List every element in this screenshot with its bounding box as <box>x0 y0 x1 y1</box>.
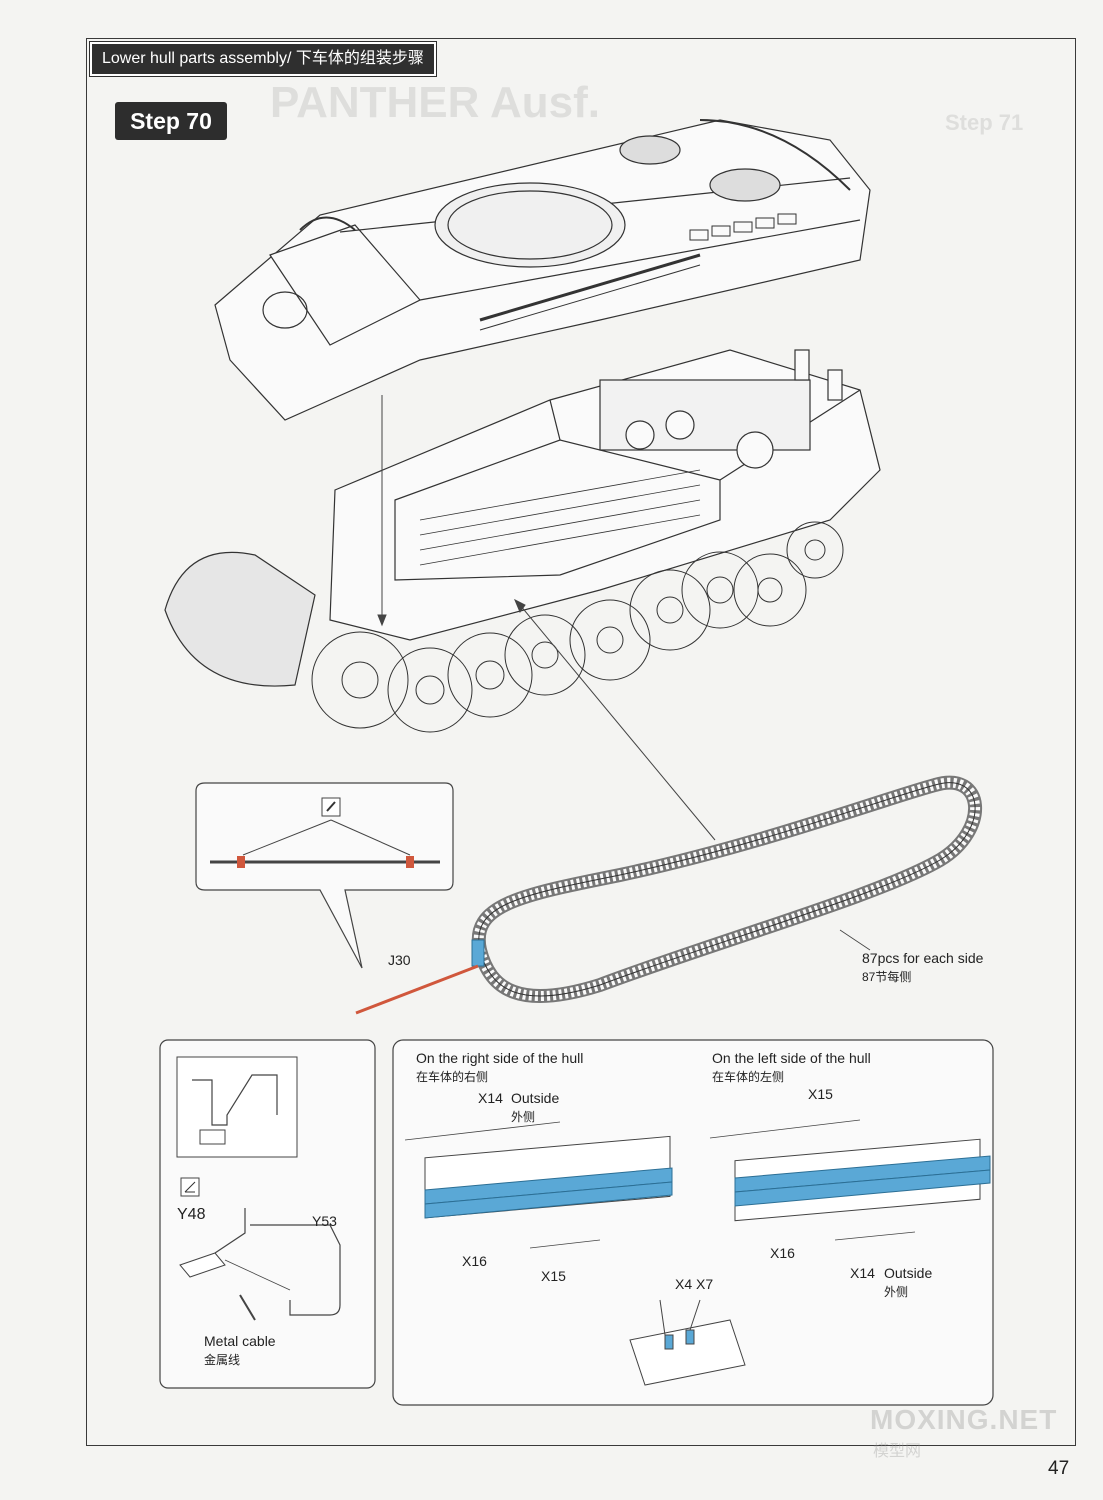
page-number: 47 <box>1048 1458 1070 1479</box>
left-x14-label: X14 <box>850 1265 875 1281</box>
track-count-label-cn: 87节每侧 <box>862 970 912 984</box>
cable-panel <box>159 1039 376 1389</box>
step-badge: Step 70 <box>115 102 227 140</box>
section-header: Lower hull parts assembly/ 下车体的组装步骤 <box>89 41 437 77</box>
metal-cable-label: Metal cable <box>204 1333 276 1349</box>
assembly-arrows <box>377 395 716 841</box>
upper-hull <box>214 119 871 421</box>
left-outside-label: Outside <box>884 1265 933 1281</box>
right-outside-label: Outside <box>511 1090 560 1106</box>
y53-label: Y53 <box>312 1213 337 1229</box>
link-parts-label: X4 X7 <box>675 1276 714 1292</box>
track-loop <box>471 775 982 1004</box>
pin-detail-callout <box>195 782 454 969</box>
left-x15-label: X15 <box>808 1086 833 1102</box>
right-x15-label: X15 <box>541 1268 566 1284</box>
right-x14-label: X14 <box>478 1090 503 1106</box>
right-side-title: On the right side of the hull <box>416 1050 584 1066</box>
left-side-title-cn: 在车体的左侧 <box>712 1070 785 1084</box>
bleed-through-title: PANTHER Ausf. <box>270 78 600 127</box>
right-outside-label-cn: 外侧 <box>511 1110 536 1124</box>
track-detail-panel <box>392 1039 994 1406</box>
lower-hull <box>164 349 881 733</box>
metal-cable-label-cn: 金属线 <box>204 1353 241 1367</box>
j30-label: J30 <box>388 952 411 968</box>
y48-label: Y48 <box>177 1206 206 1223</box>
count-leader <box>839 929 871 951</box>
left-outside-label-cn: 外侧 <box>884 1285 909 1299</box>
watermark-sub: 模型网 <box>873 1443 922 1460</box>
left-x16-label: X16 <box>770 1245 795 1261</box>
watermark: MOXING.NET <box>870 1404 1058 1435</box>
j30-pin <box>355 964 479 1015</box>
right-side-title-cn: 在车体的右侧 <box>416 1070 489 1084</box>
track-join-highlight <box>471 939 485 967</box>
bleed-through-step: Step 71 <box>945 110 1024 135</box>
right-x16-label: X16 <box>462 1253 487 1269</box>
track-count-label: 87pcs for each side <box>862 950 984 966</box>
left-side-title: On the left side of the hull <box>712 1050 871 1066</box>
page-frame <box>86 38 1076 1446</box>
